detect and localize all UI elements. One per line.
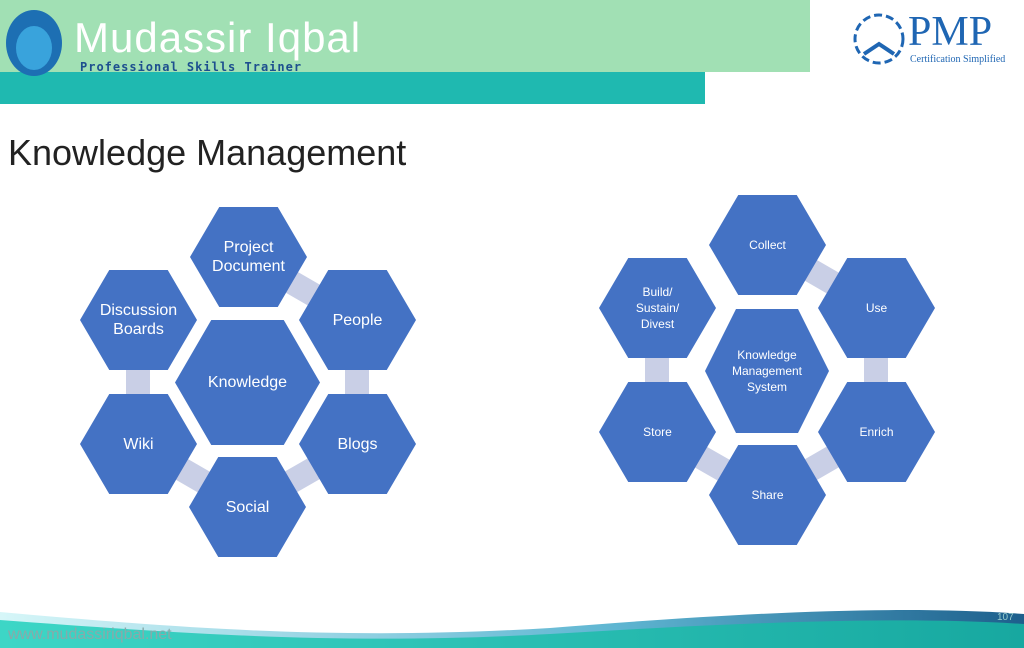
page-title: Knowledge Management: [8, 132, 407, 173]
pmp-tagline: Certification Simplified: [910, 54, 1006, 65]
globe-icon: [16, 26, 52, 70]
brand-tagline: Professional Skills Trainer: [80, 60, 303, 74]
pmp-logo-icon: [853, 13, 905, 65]
pmp-logo-text: PMP: [908, 9, 993, 55]
footer-wave: [0, 610, 1024, 648]
footer-url: www.mudassiriqbal.net: [8, 626, 172, 643]
brand-name: Mudassir Iqbal: [74, 14, 362, 61]
page-number: 107: [997, 612, 1014, 623]
header-stripe: [0, 72, 705, 104]
hex-kms-center: Knowledge Management System: [705, 309, 829, 433]
header-banner: [0, 0, 810, 72]
